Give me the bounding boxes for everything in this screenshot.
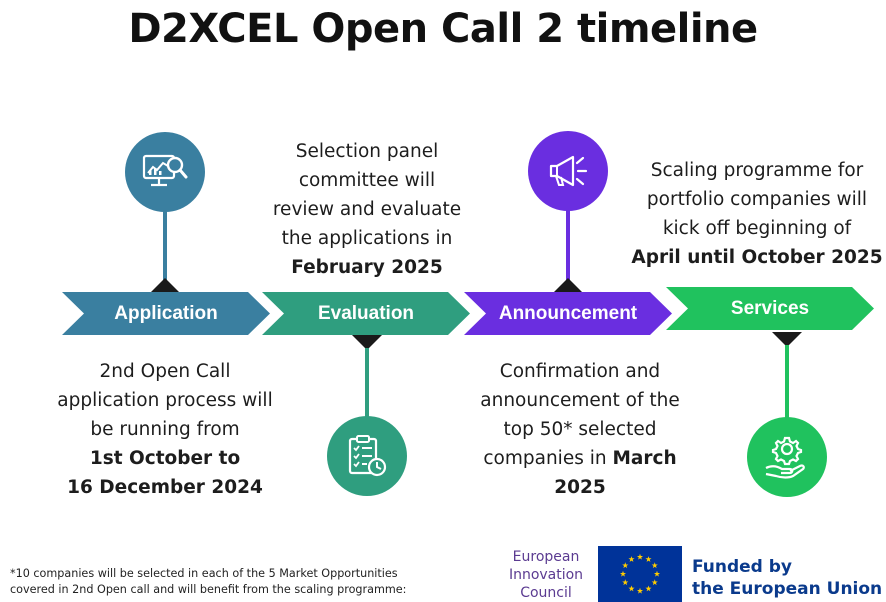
application-connector — [163, 210, 167, 282]
megaphone-icon — [549, 155, 588, 187]
evaluation-pointer — [352, 335, 382, 350]
application-pointer — [150, 278, 180, 293]
stage-label-services: Services — [730, 297, 810, 319]
eu-star — [651, 562, 658, 569]
services-connector — [785, 345, 789, 419]
application-description: 2nd Open Call application process will b… — [57, 361, 273, 498]
announcement-pointer — [553, 278, 583, 293]
evaluation-icon-circle — [327, 416, 407, 496]
eu-star — [645, 585, 652, 592]
services-icon-circle — [747, 417, 827, 497]
services-description: Scaling programme for portfolio companie… — [631, 160, 883, 268]
eu-star — [622, 562, 629, 569]
eu-star — [645, 556, 652, 562]
checklist-clock-icon — [348, 435, 387, 477]
gear-hand-icon — [765, 436, 805, 479]
announcement-icon-circle — [528, 131, 608, 211]
eu-flag-icon — [598, 546, 682, 602]
services-pointer — [772, 332, 802, 347]
stage-label-announcement: Announcement — [498, 302, 638, 324]
stage-label-application: Application — [114, 302, 218, 324]
eic-logo: European Innovation Council — [508, 549, 584, 601]
footnote: *10 companies will be selected in each o… — [10, 567, 407, 596]
evaluation-description: Selection panel committee will review an… — [272, 141, 462, 278]
eu-star — [653, 570, 661, 577]
eu-star — [622, 579, 629, 586]
stage-arrow-services: Services — [666, 287, 874, 330]
eu-star — [628, 585, 635, 592]
eu-star — [628, 556, 635, 562]
stage-arrow-application: Application — [62, 292, 270, 335]
eu-star — [651, 579, 658, 586]
stage-arrow-announcement: Announcement — [464, 292, 672, 335]
evaluation-connector — [365, 348, 369, 418]
stage-label-evaluation: Evaluation — [317, 302, 415, 324]
application-icon-circle — [125, 132, 205, 212]
eu-star — [636, 587, 644, 594]
page-title: D2XCEL Open Call 2 timeline — [128, 6, 758, 52]
stage-arrow-evaluation: Evaluation — [262, 292, 470, 335]
eu-star — [636, 553, 644, 560]
funded-by-eu-text: Funded by the European Union — [692, 557, 883, 599]
eu-star — [619, 570, 627, 577]
announcement-description: Confirmation and announcement of the top… — [480, 361, 680, 498]
analytics-monitor-magnifier-icon — [142, 154, 188, 187]
announcement-connector — [566, 209, 570, 282]
